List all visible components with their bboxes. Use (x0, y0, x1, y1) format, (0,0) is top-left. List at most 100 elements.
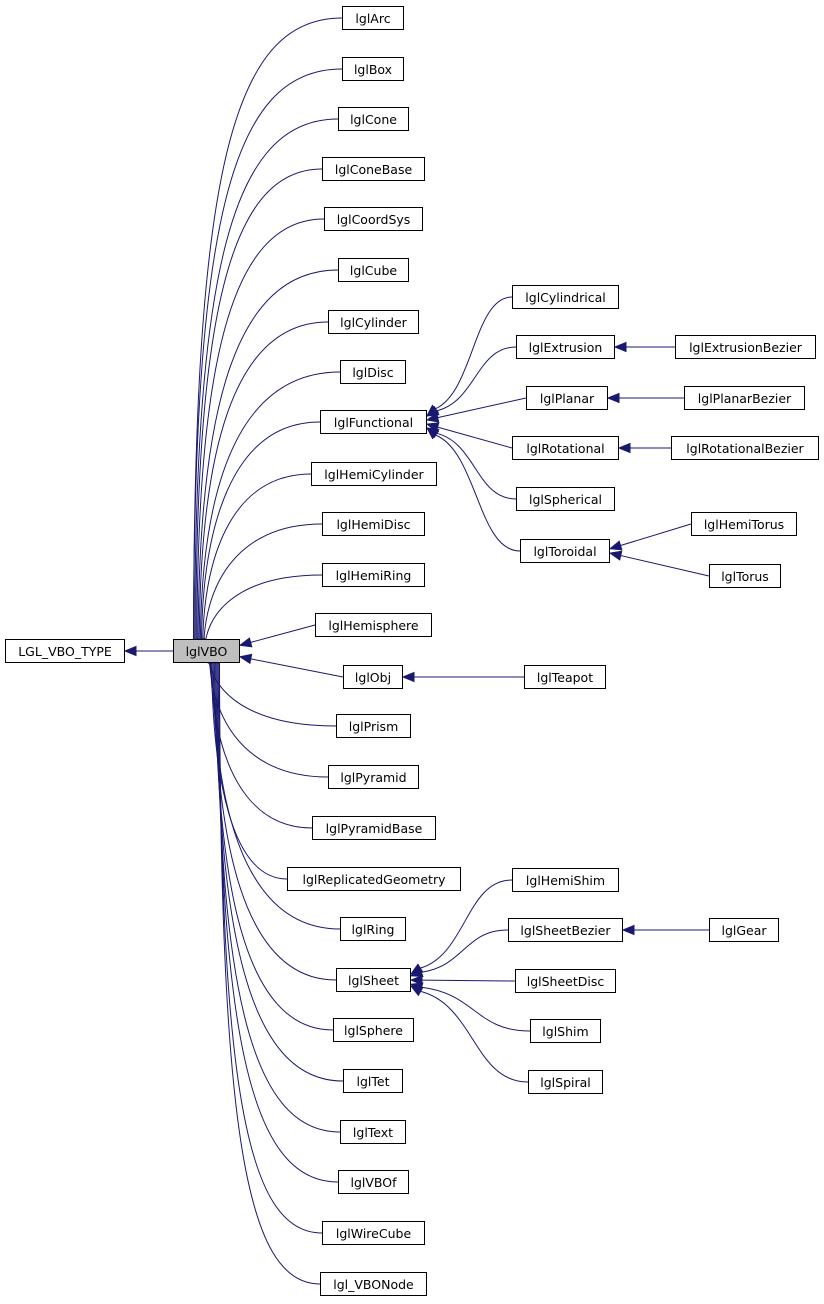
class-node-lglcylinder[interactable]: lglCylinder (328, 310, 419, 334)
class-node-lgltorus[interactable]: lglTorus (709, 564, 781, 588)
edge-line (193, 17, 343, 651)
class-node-label: lglHemiDisc (336, 516, 411, 532)
class-node-lglgear[interactable]: lglGear (709, 918, 779, 942)
class-node-lglextrusionbezier[interactable]: lglExtrusionBezier (675, 335, 816, 359)
class-node-lglcone[interactable]: lglCone (338, 107, 409, 131)
edge-line (435, 434, 521, 552)
class-node-label: lglReplicatedGeometry (302, 871, 446, 887)
class-node-lglring[interactable]: lglRing (340, 917, 406, 941)
class-node-lgltext[interactable]: lglText (340, 1120, 406, 1144)
class-node-lgldisc[interactable]: lglDisc (340, 360, 406, 384)
class-node-lglpyramidbase[interactable]: lglPyramidBase (312, 816, 436, 840)
class-node-lglobj[interactable]: lglObj (343, 665, 403, 689)
edge-lglSpherical-to-lglFunctional (425, 427, 517, 500)
class-node-lglfunctional[interactable]: lglFunctional (320, 410, 427, 434)
class-node-lgltet[interactable]: lglTet (343, 1069, 403, 1093)
class-node-lglcoordsys[interactable]: lglCoordSys (324, 207, 423, 231)
class-node-lglrotationalbezier[interactable]: lglRotationalBezier (671, 436, 819, 460)
class-node-label: lglSheet (347, 972, 400, 988)
class-node-lgltoroidal[interactable]: lglToroidal (520, 539, 610, 563)
class-node-label: lglPlanarBezier (697, 390, 792, 406)
class-node-lglsheetdisc[interactable]: lglSheetDisc (515, 969, 616, 993)
edge-line (199, 371, 341, 651)
edge-lglCoordSys-to-lglVBO (191, 218, 325, 651)
class-node-label: lglCylindrical (525, 289, 606, 305)
class-node-lglwirecube[interactable]: lglWireCube (322, 1221, 425, 1245)
class-node-label: lglVBO (185, 643, 228, 659)
class-node-label: lglExtrusionBezier (689, 339, 802, 355)
class-node-lglvbo[interactable]: lglVBO (173, 639, 240, 663)
edge-line (218, 651, 323, 1234)
edge-lglHemiDisc-to-lglVBO (198, 523, 323, 651)
class-node-label: lglPrism (348, 718, 399, 734)
class-node-lglplanar[interactable]: lglPlanar (526, 386, 608, 410)
edge-lglSheetBezier-to-lglSheet (409, 929, 509, 978)
class-node-lglcube[interactable]: lglCube (338, 258, 409, 282)
edge-lglShim-to-lglSheet (409, 982, 531, 1032)
class-node-label: lglPlanar (539, 390, 595, 406)
class-node-lglspherical[interactable]: lglSpherical (516, 487, 615, 511)
edge-line (214, 651, 334, 1031)
class-node-lglrotational[interactable]: lglRotational (512, 436, 619, 460)
class-node-label: lglGear (721, 922, 767, 938)
class-node-lglhemisphere[interactable]: lglHemisphere (315, 613, 432, 637)
class-node-label: lglRotationalBezier (686, 440, 804, 456)
edge-line (436, 432, 517, 500)
arrowhead (238, 637, 253, 648)
edge-lglSheetDisc-to-lglSheet (409, 974, 516, 986)
class-node-lglprism[interactable]: lglPrism (336, 714, 411, 738)
class-node-lglhemiring[interactable]: lglHemiRing (322, 563, 425, 587)
edge-lglExtrusionBezier-to-lglExtrusion (613, 341, 675, 353)
class-node-lglvbof[interactable]: lglVBOf (338, 1170, 409, 1194)
class-node-lglhemitorus[interactable]: lglHemiTorus (691, 512, 797, 536)
edge-lglObj-to-lglVBO (238, 653, 344, 678)
class-node-lglcylindrical[interactable]: lglCylindrical (512, 285, 619, 309)
class-node-lglhemicylinder[interactable]: lglHemiCylinder (311, 462, 437, 486)
class-node-label: lglHemiCylinder (324, 466, 424, 482)
edge-lglToroidal-to-lglFunctional (425, 427, 521, 552)
class-node-label: lglSheetDisc (526, 973, 605, 989)
edge-lglGear-to-lglSheetBezier (621, 924, 709, 936)
class-node-lglextrusion[interactable]: lglExtrusion (516, 335, 615, 359)
class-node-label: lglTet (356, 1073, 390, 1089)
edge-line (420, 879, 513, 969)
class-node-label: lglArc (355, 10, 391, 26)
edge-line (216, 651, 341, 1133)
class-node-label: lglBox (353, 61, 393, 77)
edge-line (421, 979, 516, 982)
class-node-lglsphere[interactable]: lglSphere (333, 1018, 414, 1042)
edge-lglTorus-to-lglToroidal (608, 550, 710, 577)
edge-line (217, 651, 339, 1183)
class-node-lglhemidisc[interactable]: lglHemiDisc (322, 512, 425, 536)
edge-line (197, 269, 339, 651)
class-node-lglarc[interactable]: lglArc (342, 6, 404, 30)
class-node-lgl-vbo-type[interactable]: LGL_VBO_TYPE (5, 639, 125, 663)
edge-lglVBO-to-LGL_VBO_TYPE (123, 645, 173, 657)
class-node-label: lglDisc (352, 364, 394, 380)
class-node-lgl-vbonode[interactable]: lgl_VBONode (320, 1272, 427, 1296)
class-node-lglshim[interactable]: lglShim (530, 1019, 601, 1043)
class-node-label: lglRing (351, 921, 395, 937)
class-node-lglplanarbezier[interactable]: lglPlanarBezier (684, 386, 805, 410)
edge-line (215, 651, 344, 1082)
class-node-lglsheet[interactable]: lglSheet (336, 968, 411, 992)
class-node-lglbox[interactable]: lglBox (342, 57, 404, 81)
class-node-lglconebase[interactable]: lglConeBase (322, 157, 425, 181)
class-node-lglreplicatedgeometry[interactable]: lglReplicatedGeometry (287, 867, 461, 891)
class-node-lglpyramid[interactable]: lglPyramid (328, 765, 419, 789)
class-node-lglspiral[interactable]: lglSpiral (528, 1070, 603, 1094)
class-node-lglteapot[interactable]: lglTeapot (524, 665, 606, 689)
class-node-label: lglExtrusion (528, 339, 603, 355)
edge-line (421, 986, 531, 1032)
class-node-lglhemishim[interactable]: lglHemiShim (512, 868, 619, 892)
edge-lglBox-to-lglVBO (188, 68, 343, 651)
edge-lglCone-to-lglVBO (189, 118, 339, 651)
class-node-label: LGL_VBO_TYPE (18, 643, 112, 659)
edge-lglPlanarBezier-to-lglPlanar (606, 392, 684, 404)
class-node-lglsheetbezier[interactable]: lglSheetBezier (508, 918, 623, 942)
arrowhead (608, 540, 623, 551)
arrowhead (409, 967, 424, 978)
edge-lglArc-to-lglVBO (188, 17, 343, 651)
edge-line (194, 118, 339, 651)
edge-line (203, 523, 323, 651)
